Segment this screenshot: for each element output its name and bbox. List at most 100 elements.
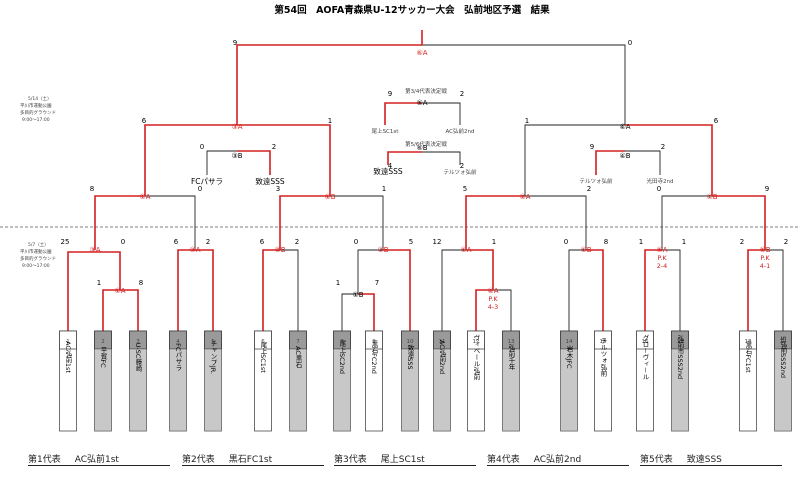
team-name: AC黒石 bbox=[294, 346, 302, 369]
score-right: 0 bbox=[628, 39, 632, 47]
match-id: ⑥B bbox=[580, 246, 591, 254]
team-box-header bbox=[254, 330, 272, 350]
team-name: AC弘前2nd bbox=[438, 340, 446, 374]
schedule-lower-venue: 平川市運動公園 bbox=[20, 248, 52, 255]
match-line bbox=[625, 124, 713, 196]
match-line bbox=[662, 249, 681, 331]
match-id: ⑤A bbox=[416, 99, 427, 107]
footer-underline bbox=[28, 465, 170, 466]
match-id: ③B bbox=[377, 246, 388, 254]
score-left: 4 bbox=[388, 162, 393, 170]
score-right: 6 bbox=[714, 117, 719, 125]
match-line bbox=[466, 249, 494, 290]
label-left-upper: FCパサラ bbox=[191, 177, 223, 186]
match-line bbox=[237, 124, 331, 196]
match-line bbox=[237, 150, 271, 175]
score-left: 5 bbox=[463, 185, 467, 193]
score-left: 1 bbox=[525, 117, 529, 125]
team-number: 13 bbox=[508, 339, 515, 345]
team-box-shade bbox=[333, 349, 351, 431]
bracket-lines bbox=[67, 30, 784, 331]
score-left: 0 bbox=[657, 185, 661, 193]
third-place-title: 第3/4代表決定戦 bbox=[405, 87, 447, 95]
footer-underline bbox=[640, 465, 782, 466]
team-number: 18 bbox=[745, 339, 752, 345]
score-right: 2 bbox=[661, 143, 665, 151]
team-box-header bbox=[467, 330, 485, 350]
team-box-header bbox=[365, 330, 383, 350]
match-id: ④A bbox=[487, 287, 498, 295]
match-line bbox=[625, 150, 661, 175]
score-left: 8 bbox=[90, 185, 94, 193]
score-left: 0 bbox=[564, 238, 568, 246]
team-number: 2 bbox=[101, 339, 105, 345]
pk-score: 4-1 bbox=[760, 262, 771, 270]
pk-label: P.K bbox=[657, 254, 667, 262]
team-box-shade bbox=[774, 349, 792, 431]
score-right: 0 bbox=[121, 238, 125, 246]
team-box-shade bbox=[204, 349, 222, 431]
score-left: 3 bbox=[276, 185, 280, 193]
label-mid-right-b: テルツォ弘前 bbox=[443, 168, 477, 176]
match-id: ⑥B bbox=[416, 144, 427, 152]
match-line bbox=[236, 44, 422, 125]
score-left: 12 bbox=[433, 238, 442, 246]
representative-5: 第5代表 致遠SSS bbox=[640, 452, 722, 465]
match-line bbox=[120, 289, 139, 331]
team-name: 黒石FC2nd bbox=[370, 340, 378, 374]
pk-label: P.K bbox=[488, 295, 498, 303]
team-name: テルツォ弘前 bbox=[599, 337, 607, 378]
tournament-bracket: 第54回 AOFA青森県U-12サッカー大会 弘前地区予選 結果 5/14（土）… bbox=[0, 4, 800, 432]
representative-rank: 第5代表 bbox=[640, 455, 673, 465]
match-line bbox=[144, 124, 237, 196]
representative-3: 第3代表尾上SC1st bbox=[334, 452, 425, 465]
match-id: ④B bbox=[619, 152, 630, 160]
match-line bbox=[586, 249, 604, 331]
pk-label: P.K bbox=[760, 254, 770, 262]
team-number: 3 bbox=[136, 339, 140, 345]
team-name: 5弘前SSS2nd bbox=[779, 336, 787, 378]
team-number: 10 bbox=[407, 339, 414, 345]
score-left: 0 bbox=[354, 238, 358, 246]
label-right-upper: テルツォ弘前 bbox=[579, 177, 613, 185]
match-id: ③A bbox=[89, 246, 100, 254]
match-line bbox=[67, 251, 95, 331]
score-left: 1 bbox=[97, 279, 101, 287]
match-id: ①B bbox=[324, 193, 335, 201]
score-left: 9 bbox=[590, 143, 594, 151]
match-line bbox=[568, 249, 586, 331]
match-id: ⑤B bbox=[759, 246, 770, 254]
match-id: ⑥A bbox=[416, 49, 427, 57]
schedule-lower: 5/7（土） 平川市運動公園 多目的グラウンド 9:00～17:00 bbox=[20, 241, 56, 269]
match-line bbox=[330, 195, 384, 250]
score-right: 7 bbox=[375, 279, 379, 287]
match-line bbox=[358, 293, 375, 331]
team-number: 16 bbox=[642, 339, 649, 345]
match-line bbox=[177, 249, 195, 331]
score-right: 1 bbox=[382, 185, 386, 193]
match-id: ②A bbox=[189, 246, 200, 254]
score-left: 1 bbox=[336, 279, 340, 287]
match-line bbox=[765, 249, 784, 331]
match-id: ①A bbox=[139, 193, 150, 201]
label-mid-left-b: 致遠SSS bbox=[373, 166, 403, 176]
schedule-lower-time: 9:00～17:00 bbox=[22, 263, 50, 269]
team-box-shade bbox=[560, 349, 578, 431]
schedule-upper-venue: 平川市運動公園 bbox=[20, 102, 52, 109]
footer-underline bbox=[487, 465, 629, 466]
label-mid-left-a: 尾上SC1st bbox=[372, 127, 400, 135]
representative-team: 致遠SSS bbox=[686, 455, 722, 465]
team-number: 5 bbox=[211, 339, 215, 345]
team-name: AC弘前1st bbox=[64, 341, 72, 373]
team-box-shade bbox=[169, 349, 187, 431]
match-line bbox=[747, 249, 765, 331]
team-box-shade bbox=[289, 349, 307, 431]
team-name: チャンプJR. bbox=[209, 340, 217, 375]
team-number: 1 bbox=[66, 339, 70, 345]
